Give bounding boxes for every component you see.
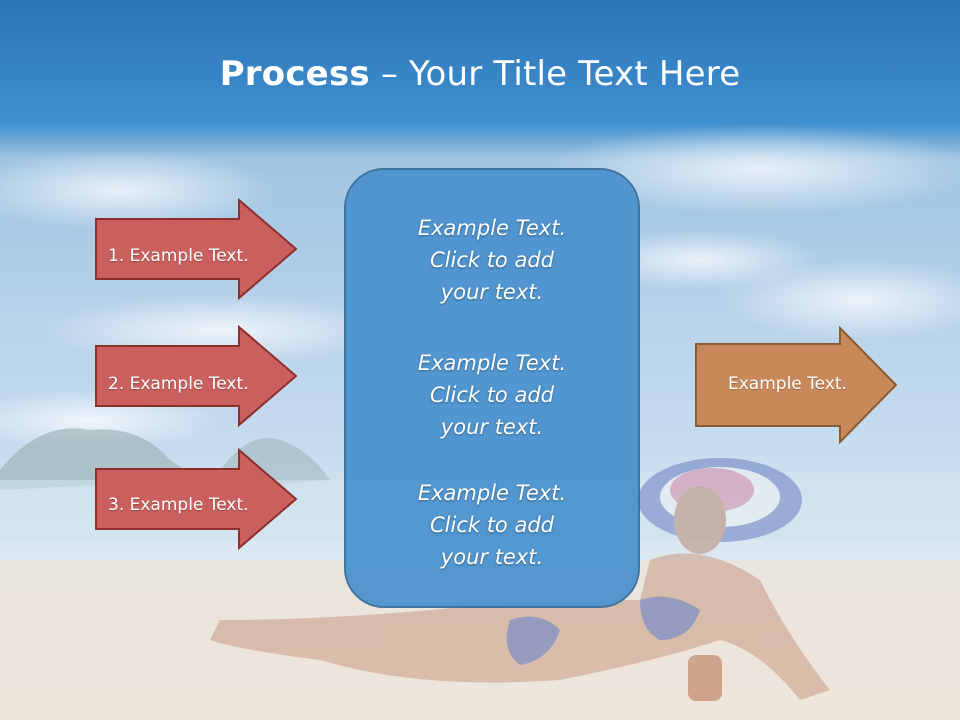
center-paragraph-3-line-2: Click to add — [429, 513, 554, 537]
center-paragraph-1: Example Text. Click to add your text. — [344, 212, 640, 308]
left-arrow-1-label: 1. Example Text. — [108, 246, 249, 266]
left-arrow-1[interactable] — [94, 198, 300, 300]
center-paragraph-2: Example Text. Click to add your text. — [344, 347, 640, 443]
center-paragraph-3-line-1: Example Text. — [417, 481, 567, 505]
title-rest: – Your Title Text Here — [369, 54, 741, 94]
left-arrow-3-label: 3. Example Text. — [108, 495, 249, 515]
center-paragraph-1-line-2: Click to add — [429, 248, 554, 272]
center-paragraph-3: Example Text. Click to add your text. — [344, 477, 640, 573]
center-paragraph-1-line-1: Example Text. — [417, 216, 567, 240]
right-arrow[interactable] — [694, 326, 900, 444]
center-text-box[interactable] — [344, 168, 640, 608]
title-bold: Process — [219, 54, 370, 94]
right-arrow-label: Example Text. — [728, 374, 847, 394]
slide-title: Process – Your Title Text Here — [0, 52, 960, 96]
center-paragraph-2-line-3: your text. — [440, 415, 544, 439]
center-paragraph-1-line-3: your text. — [440, 280, 544, 304]
left-arrow-2-label: 2. Example Text. — [108, 374, 249, 394]
left-arrow-3[interactable] — [94, 448, 300, 550]
left-arrow-2[interactable] — [94, 325, 300, 427]
center-paragraph-3-line-3: your text. — [440, 545, 544, 569]
center-paragraph-2-line-2: Click to add — [429, 383, 554, 407]
center-paragraph-2-line-1: Example Text. — [417, 351, 567, 375]
